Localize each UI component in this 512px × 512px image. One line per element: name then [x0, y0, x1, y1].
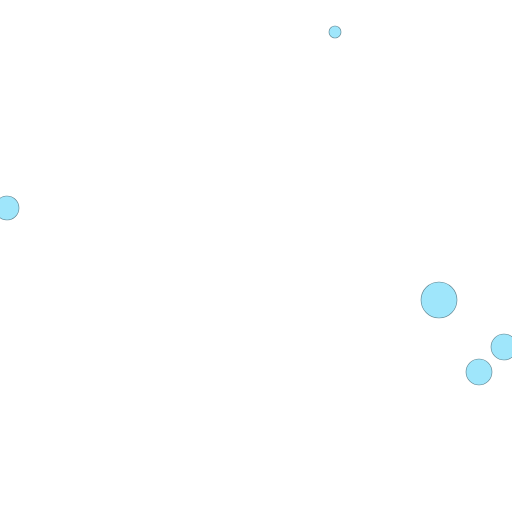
circle-left-edge [0, 195, 20, 221]
circle-right-edge [490, 333, 512, 361]
circle-small-top [328, 25, 342, 39]
circle-lower-right [465, 358, 493, 386]
circle-large-right [420, 281, 458, 319]
